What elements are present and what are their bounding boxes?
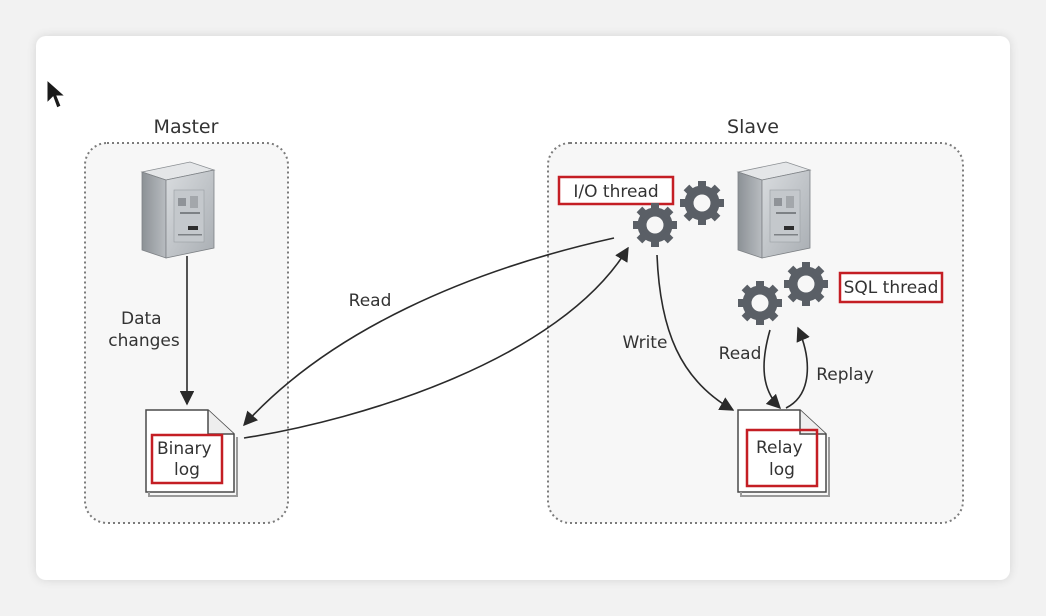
replay-label: Replay [816, 365, 874, 385]
data-changes-label: Data changes [108, 309, 180, 351]
sql-thread-badge [838, 271, 944, 304]
slave-server-icon [737, 161, 811, 259]
write-label: Write [623, 333, 668, 353]
master-title: Master [154, 116, 219, 138]
relay-log-highlight [745, 428, 819, 488]
slave-title: Slave [727, 116, 779, 138]
relay-read-arrow [763, 329, 782, 410]
sql-thread-label: SQL thread [844, 278, 939, 298]
io-thread-label: I/O thread [573, 182, 658, 202]
write-arrow [656, 254, 735, 411]
replay-arrow [785, 326, 810, 409]
io-thread-badge [557, 175, 675, 206]
master-server-icon [141, 161, 215, 259]
relay-read-label: Read [719, 344, 762, 364]
read-response-arrow [243, 246, 629, 439]
read-request-arrow [243, 237, 615, 427]
binary-log-highlight [150, 433, 224, 485]
binary-log-label: Binary log [157, 439, 217, 480]
cursor-icon [46, 78, 67, 109]
read-label: Read [349, 291, 392, 311]
relay-log-label: Relay log [756, 438, 808, 480]
